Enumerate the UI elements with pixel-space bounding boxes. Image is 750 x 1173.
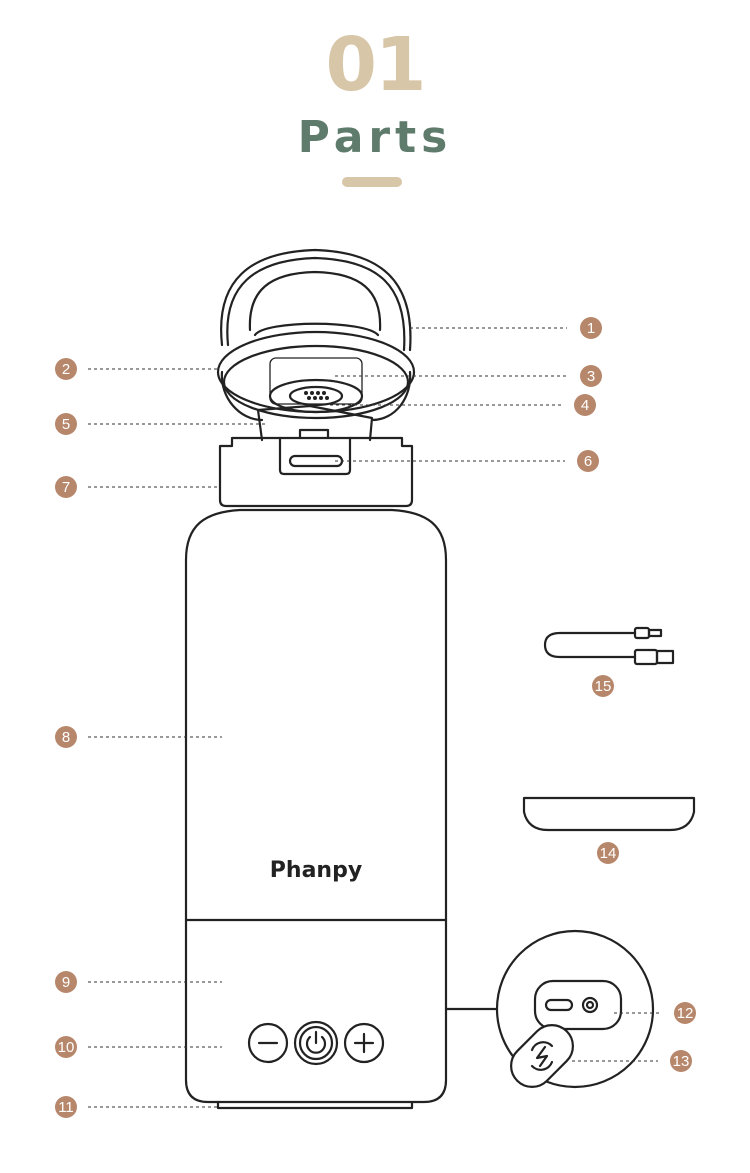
callout-7: 7 xyxy=(55,476,77,498)
svg-text:4: 4 xyxy=(581,397,589,414)
callout-5: 5 xyxy=(55,413,77,435)
bottle-body: Phanpy xyxy=(184,508,448,1110)
section-title: Parts xyxy=(297,112,453,163)
usb-cable xyxy=(543,626,675,666)
svg-text:2: 2 xyxy=(62,361,70,378)
lid-handle xyxy=(220,248,412,352)
svg-text:1: 1 xyxy=(587,320,595,337)
svg-text:7: 7 xyxy=(62,479,70,496)
svg-text:3: 3 xyxy=(587,368,595,385)
callout-10: 10 xyxy=(55,1036,77,1058)
plus-button-icon xyxy=(343,1022,385,1064)
usb-c-port-icon xyxy=(544,998,574,1012)
minus-button-icon xyxy=(247,1022,289,1064)
svg-text:6: 6 xyxy=(584,453,592,470)
callout-9: 9 xyxy=(55,971,77,993)
lid-base xyxy=(218,428,414,508)
lid-hinge xyxy=(256,404,374,442)
svg-text:9: 9 xyxy=(62,974,70,991)
lid-ring xyxy=(216,330,416,422)
callout-2: 2 xyxy=(55,358,77,380)
callout-13: 13 xyxy=(670,1050,692,1072)
title-underline xyxy=(342,177,402,187)
svg-text:14: 14 xyxy=(600,845,617,862)
svg-text:10: 10 xyxy=(58,1039,75,1056)
brand-logo: Phanpy xyxy=(270,858,362,883)
svg-text:13: 13 xyxy=(673,1053,690,1070)
control-buttons xyxy=(247,1020,385,1066)
callout-14: 14 xyxy=(597,842,619,864)
svg-text:5: 5 xyxy=(62,416,70,433)
callout-11: 11 xyxy=(55,1096,77,1118)
charge-icon xyxy=(530,1041,554,1071)
charging-port-detail xyxy=(444,929,655,1089)
svg-text:12: 12 xyxy=(677,1005,694,1022)
callout-3: 3 xyxy=(580,365,602,387)
power-button-icon xyxy=(293,1020,339,1066)
base-tray xyxy=(522,796,696,832)
callout-8: 8 xyxy=(55,726,77,748)
callout-6: 6 xyxy=(577,450,599,472)
callout-15: 15 xyxy=(592,675,614,697)
leader-lines xyxy=(88,327,662,1108)
section-number: 01 xyxy=(325,22,427,108)
svg-text:8: 8 xyxy=(62,729,70,746)
callout-1: 1 xyxy=(580,317,602,339)
svg-text:11: 11 xyxy=(58,1099,74,1116)
callout-4: 4 xyxy=(574,394,596,416)
vent-holes-icon xyxy=(304,391,329,400)
svg-text:15: 15 xyxy=(595,678,612,695)
callout-12: 12 xyxy=(674,1002,696,1024)
indicator-icon xyxy=(581,996,599,1014)
